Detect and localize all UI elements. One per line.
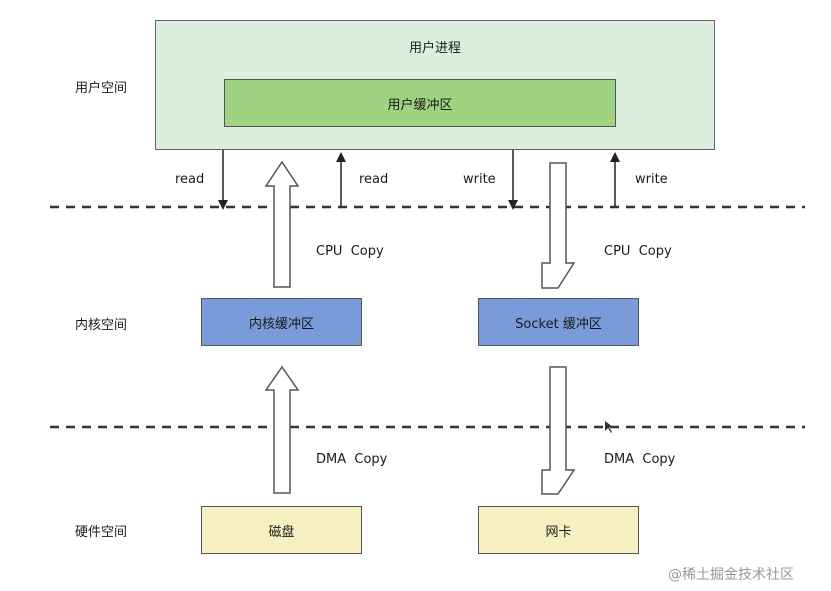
socket-buffer-label: Socket 缓冲区	[515, 316, 602, 332]
mouse-cursor-icon	[605, 421, 613, 433]
read-label-left: read	[175, 172, 205, 187]
dma-copy-label-right: DMA Copy	[604, 452, 676, 467]
kernel-buffer-box: 内核缓冲区	[201, 298, 362, 346]
read-up-arrow	[336, 152, 346, 207]
write-down-arrow	[508, 150, 518, 210]
disk-label: 磁盘	[268, 524, 295, 540]
cpu-copy-label-right: CPU Copy	[604, 244, 672, 259]
dma-copy-up-arrow	[264, 365, 300, 494]
read-label-right: read	[359, 172, 389, 187]
nic-label: 网卡	[545, 524, 572, 540]
nic-box: 网卡	[478, 506, 639, 554]
kernel-buffer-label: 内核缓冲区	[248, 316, 314, 332]
kernel-space-label: 内核空间	[75, 318, 128, 333]
user-space-label: 用户空间	[75, 81, 128, 96]
user-buffer-box: 用户缓冲区	[224, 79, 616, 127]
cpu-copy-label-left: CPU Copy	[316, 244, 384, 259]
watermark: @稀土掘金技术社区	[668, 567, 794, 583]
socket-buffer-box: Socket 缓冲区	[478, 298, 639, 346]
cpu-copy-up-arrow	[264, 160, 300, 288]
user-process-label: 用户进程	[408, 41, 461, 56]
cpu-copy-down-arrow	[541, 162, 576, 289]
write-label-right: write	[635, 172, 668, 187]
dma-copy-label-left: DMA Copy	[316, 452, 388, 467]
read-down-arrow	[218, 150, 228, 210]
disk-box: 磁盘	[201, 506, 362, 554]
write-label-left: write	[463, 172, 496, 187]
dma-copy-down-arrow	[541, 366, 576, 495]
user-buffer-label: 用户缓冲区	[387, 97, 453, 113]
hardware-space-label: 硬件空间	[75, 525, 128, 540]
write-up-arrow	[610, 152, 620, 207]
